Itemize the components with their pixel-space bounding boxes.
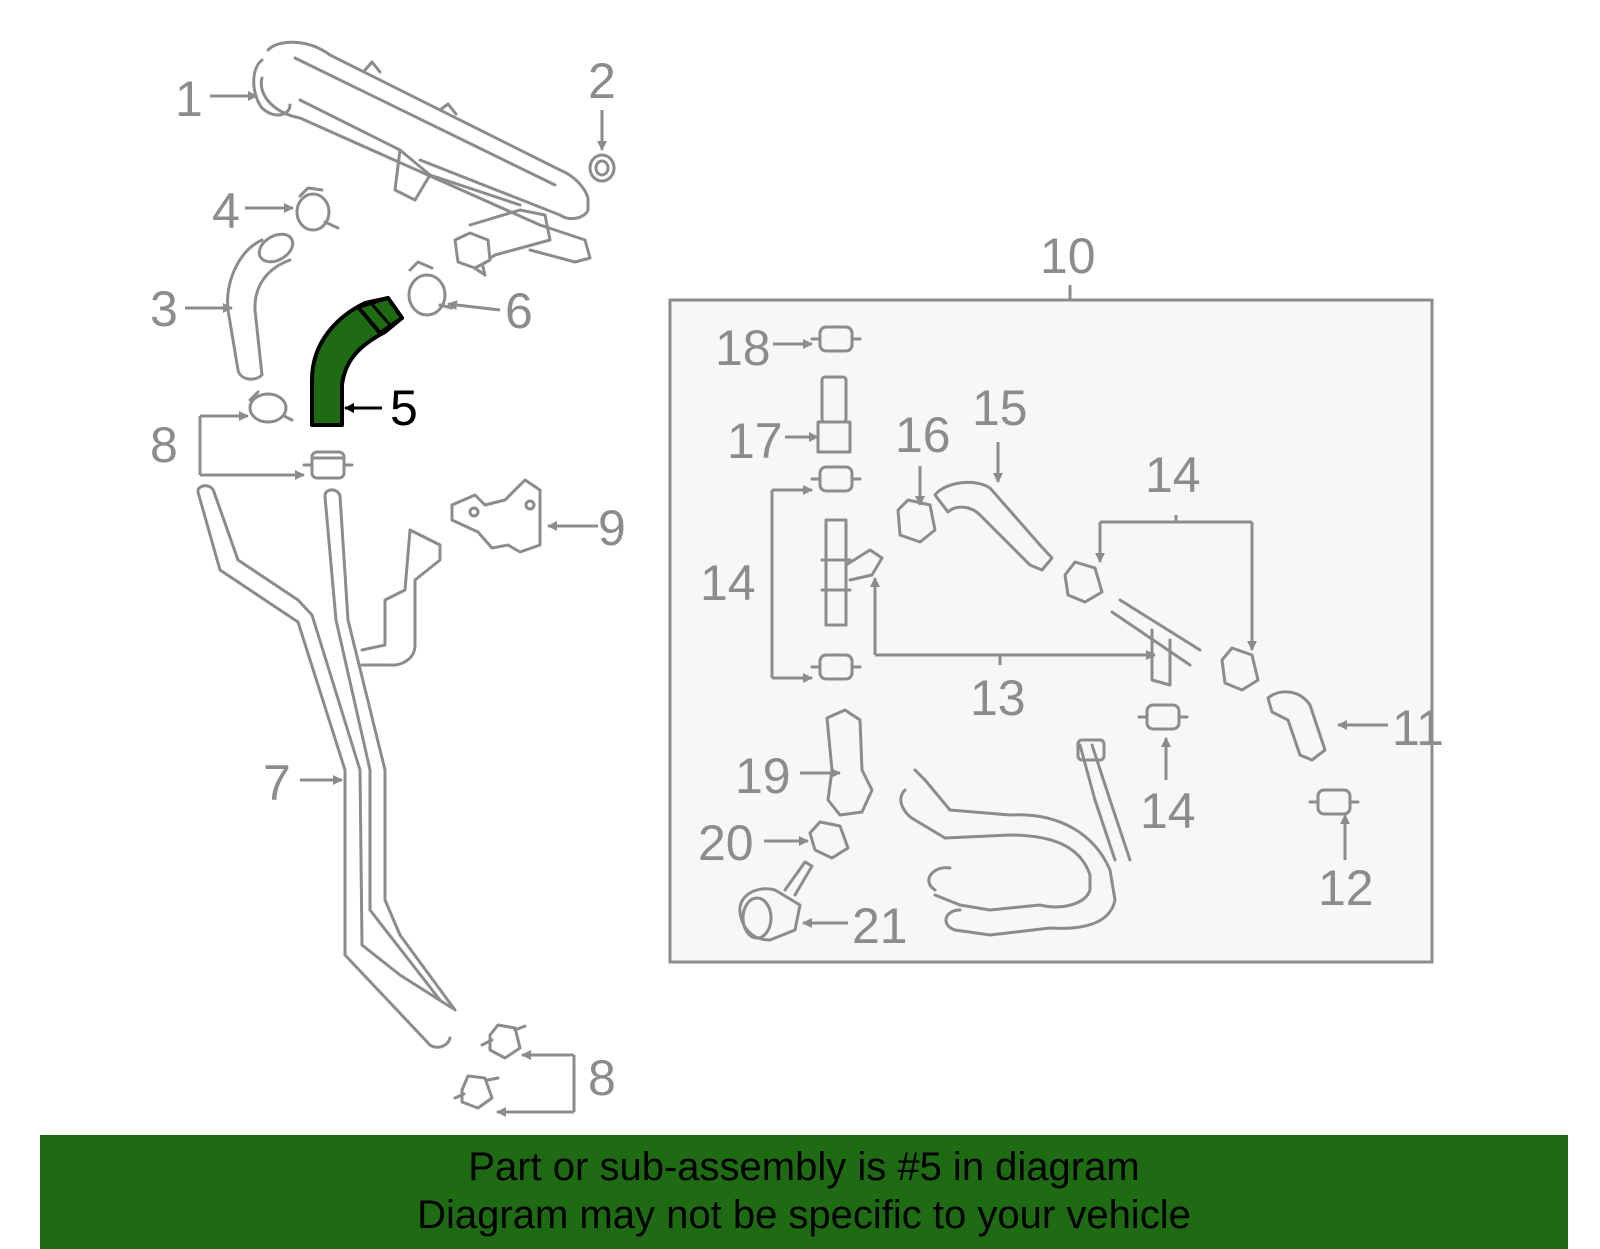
leader-lines bbox=[185, 91, 1388, 1117]
part-7-pipe bbox=[196, 484, 457, 1049]
callout-4: 4 bbox=[212, 183, 240, 239]
callout-5-highlighted[interactable]: 5 bbox=[390, 380, 418, 436]
part-14-clamp-b bbox=[810, 653, 862, 681]
callout-3: 3 bbox=[150, 281, 178, 337]
part-14-clamp-d bbox=[1220, 646, 1260, 692]
callout-8-lower: 8 bbox=[588, 1050, 616, 1106]
part-3-hose bbox=[226, 232, 295, 381]
banner-line-part: Part or sub-assembly is #5 in diagram bbox=[468, 1145, 1140, 1189]
callout-10: 10 bbox=[1040, 228, 1096, 284]
part-21-connector bbox=[738, 860, 814, 942]
callout-1: 1 bbox=[175, 71, 203, 127]
part-8-clamp-lower-b bbox=[453, 1074, 500, 1110]
part-13-fitting-left bbox=[820, 518, 884, 627]
part-19-hose bbox=[825, 708, 874, 817]
callout-14-bottom: 14 bbox=[1140, 783, 1196, 839]
callout-21: 21 bbox=[852, 898, 908, 954]
callout-17: 17 bbox=[727, 413, 783, 469]
part-5-hose-highlighted[interactable] bbox=[310, 296, 404, 427]
part-17-connector bbox=[816, 375, 852, 454]
callout-9: 9 bbox=[598, 500, 626, 556]
assembly-10-inset-box bbox=[668, 298, 1434, 964]
part-14-clamp-c bbox=[1063, 560, 1104, 604]
callout-7: 7 bbox=[263, 755, 291, 811]
info-banner: Part or sub-assembly is #5 in diagram Di… bbox=[40, 1135, 1568, 1249]
part-11-hose bbox=[1266, 690, 1327, 762]
callout-8-upper: 8 bbox=[150, 417, 178, 473]
part-16-clamp bbox=[896, 498, 937, 544]
part-2-o-ring bbox=[588, 153, 616, 183]
part-9-bracket bbox=[450, 478, 542, 554]
callout-6: 6 bbox=[505, 283, 533, 339]
part-20-clamp bbox=[808, 820, 850, 860]
callout-13: 13 bbox=[970, 670, 1026, 726]
part-15-hose bbox=[933, 480, 1054, 572]
callout-12: 12 bbox=[1318, 860, 1374, 916]
part-8-clamp-upper-a bbox=[248, 390, 294, 424]
callout-15: 15 bbox=[972, 380, 1028, 436]
part-8-clamp-upper-b bbox=[302, 450, 354, 480]
callout-11: 11 bbox=[1392, 700, 1444, 756]
part-18-clamp bbox=[810, 325, 862, 353]
callout-19: 19 bbox=[735, 748, 791, 804]
part-14-clamp-a bbox=[810, 465, 862, 493]
callout-2: 2 bbox=[588, 53, 616, 109]
assembly-10-main-hose bbox=[899, 738, 1132, 937]
part-4-clamp bbox=[295, 186, 340, 232]
part-1-pipe-assembly bbox=[252, 40, 592, 277]
banner-line-disclaimer: Diagram may not be specific to your vehi… bbox=[417, 1193, 1191, 1237]
part-12-clamp bbox=[1308, 788, 1360, 816]
part-14-clamp-e bbox=[1137, 703, 1189, 731]
callout-14-left: 14 bbox=[700, 555, 756, 611]
part-8-clamp-lower-a bbox=[480, 1023, 527, 1060]
callout-14-top: 14 bbox=[1145, 447, 1201, 503]
callout-16: 16 bbox=[895, 407, 951, 463]
callout-20: 20 bbox=[698, 815, 754, 871]
part-6-clamp bbox=[407, 260, 454, 317]
callout-18: 18 bbox=[715, 320, 771, 376]
